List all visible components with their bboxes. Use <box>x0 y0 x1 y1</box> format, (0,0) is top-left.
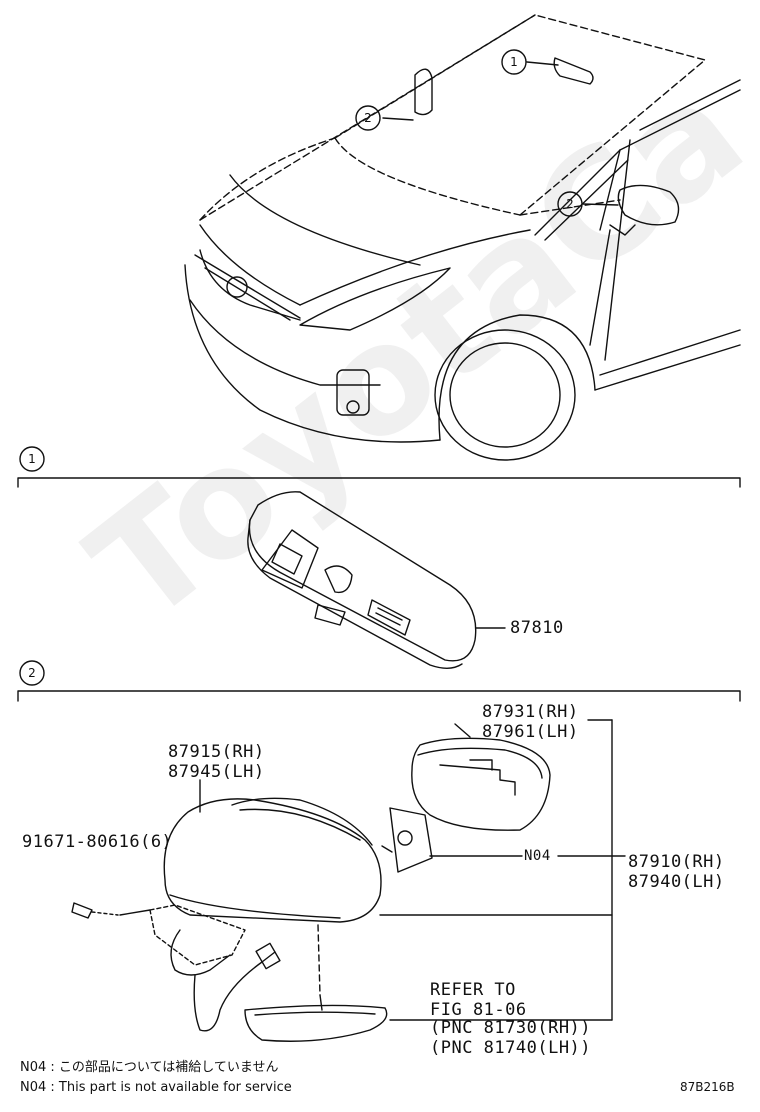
part-label-glass-lh: 87961(LH) <box>482 722 579 742</box>
section-number-1: 1 <box>28 452 36 466</box>
car-overview-illustration <box>184 14 741 461</box>
figure-code: 87B216B <box>680 1080 735 1094</box>
inner-mirror-illustration <box>247 491 506 669</box>
section-number-2: 2 <box>28 666 36 680</box>
n04-tag: N04 <box>524 848 551 864</box>
callout-circle-2b <box>557 191 583 217</box>
part-label-cover-lh: 87945(LH) <box>168 762 265 782</box>
section-circle-1 <box>19 446 45 472</box>
part-label-assy-lh: 87940(LH) <box>628 872 725 892</box>
part-label-inner-mirror: 87810 <box>510 618 564 638</box>
refer-line-2: FIG 81-06 <box>430 1000 527 1020</box>
callout-circle-2a <box>355 105 381 131</box>
part-label-cover-rh: 87915(RH) <box>168 742 265 762</box>
callout-number-2a: 2 <box>364 111 372 125</box>
footnote-jp: N04 : この部品については補給していません <box>20 1060 279 1075</box>
callout-number-1: 1 <box>510 55 518 69</box>
part-label-assy-rh: 87910(RH) <box>628 852 725 872</box>
part-label-glass-rh: 87931(RH) <box>482 702 579 722</box>
callout-circle-1 <box>501 49 527 75</box>
section-circle-2 <box>19 660 45 686</box>
part-label-screw: 91671-80616(6) <box>22 832 173 852</box>
refer-line-4: (PNC 81740(LH)) <box>430 1038 592 1058</box>
refer-line-3: (PNC 81730(RH)) <box>430 1018 592 1038</box>
footnote-en: N04 : This part is not available for ser… <box>20 1080 292 1095</box>
outer-mirror-illustration <box>71 719 626 1042</box>
refer-line-1: REFER TO <box>430 980 516 1000</box>
callout-number-2b: 2 <box>566 197 574 211</box>
